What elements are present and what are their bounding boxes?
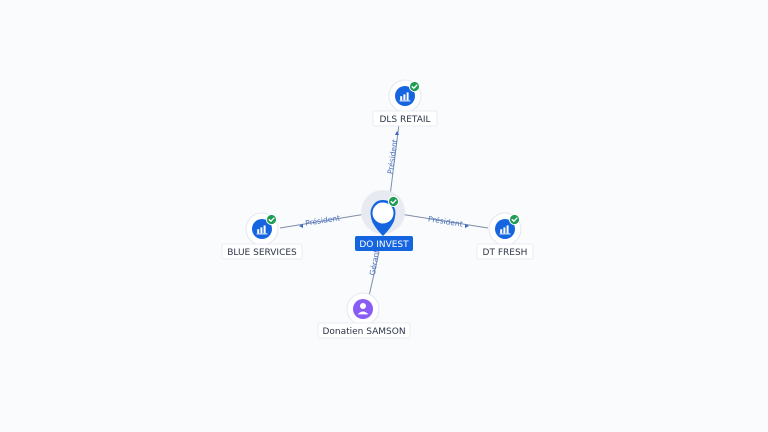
edge-label-top: Président <box>386 139 400 175</box>
node-dls-retail[interactable]: DLS RETAIL <box>372 79 438 127</box>
person-icon <box>357 303 369 315</box>
check-badge-icon <box>409 81 420 92</box>
node-dt-fresh[interactable]: DT FRESH <box>476 212 534 260</box>
node-label-do-invest: DO INVEST <box>359 240 409 250</box>
node-donatien-samson[interactable]: Donatien SAMSON <box>317 292 411 339</box>
arrow-top <box>395 131 399 135</box>
arrow-left <box>299 224 303 228</box>
node-label-blue-services: BLUE SERVICES <box>227 248 297 258</box>
check-badge-icon <box>388 196 399 207</box>
check-badge-icon <box>266 214 277 225</box>
edge-left <box>279 213 367 229</box>
edge-bottom <box>368 251 380 297</box>
edge-right <box>399 213 489 229</box>
node-label-dls-retail: DLS RETAIL <box>379 115 430 125</box>
arrow-right <box>465 224 469 228</box>
edge-label-bottom: Gérant <box>368 249 381 276</box>
check-badge-icon <box>509 214 520 225</box>
node-do-invest[interactable]: DO INVEST <box>355 190 413 251</box>
edge-label-left: Président <box>305 213 341 227</box>
node-label-dt-fresh: DT FRESH <box>483 248 528 258</box>
node-label-donatien-samson: Donatien SAMSON <box>322 327 405 337</box>
node-blue-services[interactable]: BLUE SERVICES <box>221 212 303 260</box>
edge-label-right: Président <box>427 214 463 228</box>
